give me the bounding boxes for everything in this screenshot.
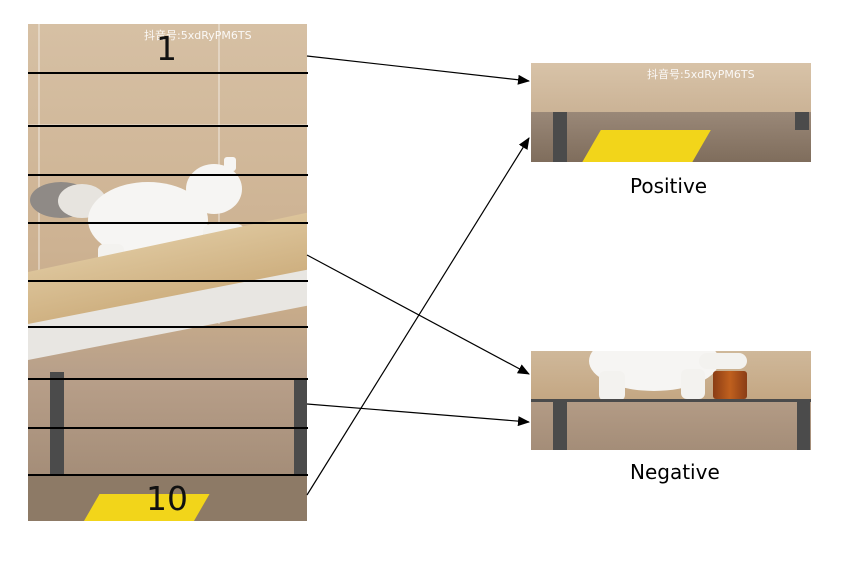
cat-raised-paw xyxy=(699,353,747,369)
cabinet-frame xyxy=(797,399,810,450)
segment-divider xyxy=(28,474,308,476)
segment-label-last: 10 xyxy=(146,479,188,518)
segment-divider xyxy=(28,378,308,380)
segment-label-first: 1 xyxy=(156,29,177,68)
positive-sample-image: 抖音号:5xdRyPM6TS xyxy=(531,63,811,162)
jar xyxy=(713,371,747,399)
negative-label: Negative xyxy=(630,460,720,484)
arrow-segment6-to-negative xyxy=(306,254,530,375)
cat-head xyxy=(186,164,242,214)
positive-label: Positive xyxy=(630,174,708,198)
arrow-segment1-to-positive xyxy=(306,55,530,85)
segment-divider xyxy=(28,174,308,176)
negative-strip-bottom xyxy=(531,399,811,450)
cabinet-frame xyxy=(553,399,567,450)
segment-divider xyxy=(28,427,308,429)
segment-divider xyxy=(28,326,308,328)
positive-strip-top: 抖音号:5xdRyPM6TS xyxy=(531,63,811,112)
cabinet-frame xyxy=(294,379,307,489)
positive-watermark: 抖音号:5xdRyPM6TS xyxy=(647,68,755,81)
positive-strip-bottom xyxy=(531,112,811,162)
strip-border xyxy=(531,399,811,402)
segment-divider xyxy=(28,125,308,127)
negative-strip-top xyxy=(531,351,811,399)
source-watermark: 抖音号:5xdRyPM6TS xyxy=(144,29,252,42)
negative-sample-image xyxy=(531,351,811,450)
cabinet-frame xyxy=(795,112,809,130)
segment-divider xyxy=(28,222,308,224)
arrow-segment10-to-positive xyxy=(306,137,530,496)
cabinet-frame xyxy=(553,112,567,162)
cat-leg xyxy=(681,369,705,399)
segment-divider xyxy=(28,72,308,74)
cat-ear xyxy=(224,157,236,171)
segment-divider xyxy=(28,280,308,282)
arrow-segment9-to-negative xyxy=(306,403,530,427)
cat-leg xyxy=(599,371,625,399)
